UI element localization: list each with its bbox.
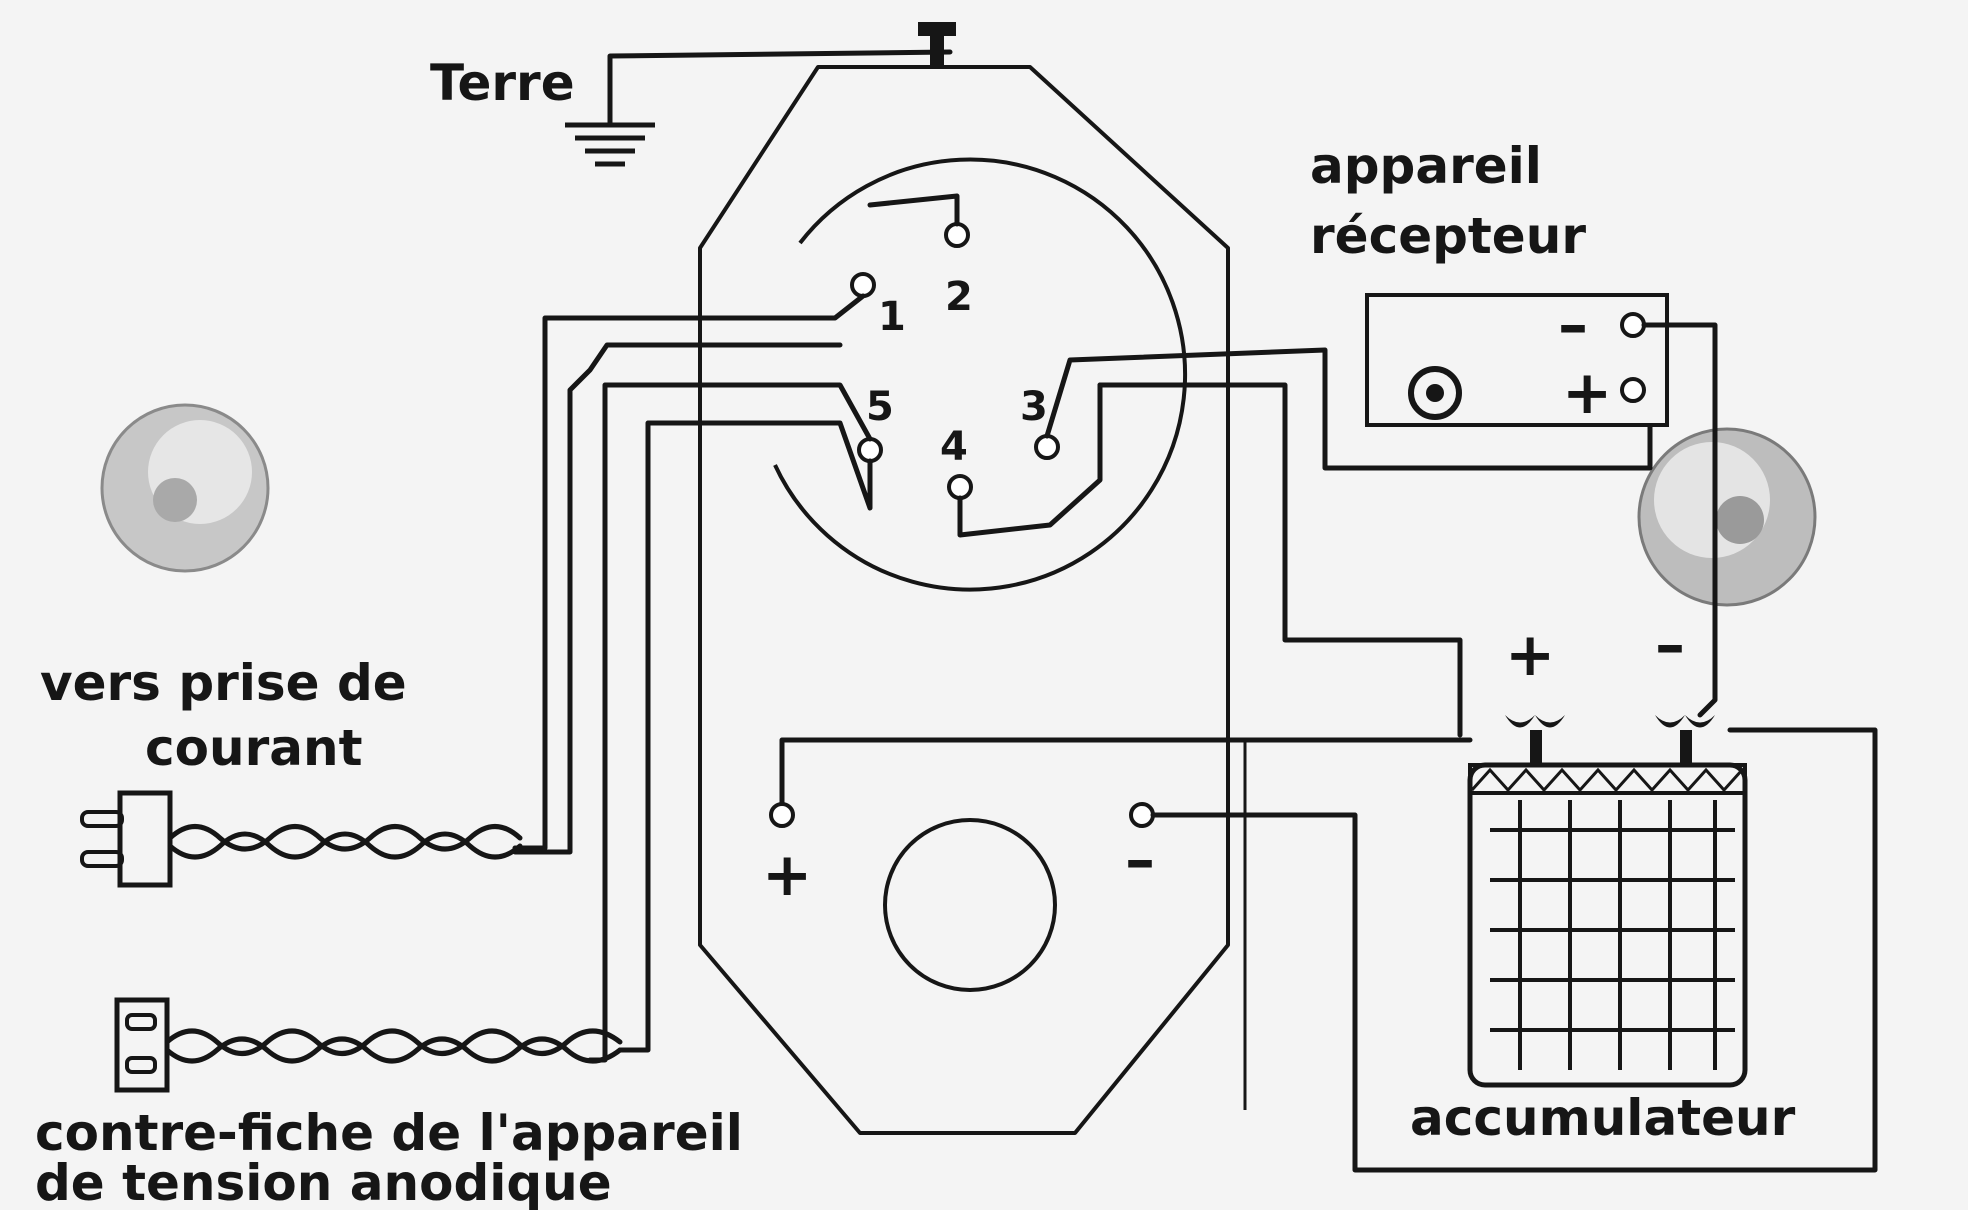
mounting-hole-left-icon — [100, 403, 270, 573]
socket-pin-3 — [1034, 434, 1060, 460]
battery-minus-sign: – — [1655, 610, 1685, 680]
receiver-plus-terminal — [1620, 377, 1646, 403]
battery-label: accumulateur — [1410, 1089, 1796, 1147]
mains-plug-icon — [80, 790, 523, 888]
socket-pin-5 — [857, 437, 883, 463]
socket-pin-label-1: 1 — [878, 294, 906, 340]
receiver-box: – + — [1365, 290, 1718, 718]
socket-pin-1 — [850, 272, 876, 298]
earth-label: Terre — [430, 54, 575, 112]
socket-pin-4 — [947, 474, 973, 500]
receiver-minus-sign: – — [1558, 290, 1588, 360]
receiver-jack-icon — [1408, 366, 1462, 420]
charger-plus-sign: + — [762, 840, 812, 910]
charger-minus-terminal — [1129, 802, 1155, 828]
socket-pin-label-2: 2 — [945, 274, 973, 320]
receiver-label-line1: appareil — [1310, 137, 1542, 195]
receiver-minus-terminal — [1620, 312, 1646, 338]
socket-pin-label-5: 5 — [866, 384, 894, 430]
battery-plus-sign: + — [1505, 620, 1555, 690]
socket-pin-2 — [944, 222, 970, 248]
wing-nut-icon — [1505, 715, 1715, 765]
anode-plug-label-line2: de tension anodique — [35, 1154, 612, 1210]
anode-plug-icon — [114, 997, 623, 1093]
charger-plus-terminal — [769, 802, 795, 828]
socket-pin-label-3: 3 — [1020, 384, 1048, 430]
mains-label-line1: vers prise de — [40, 654, 407, 712]
battery-icon — [1467, 715, 1748, 1088]
anode-plug-label-line1: contre-fiche de l'appareil — [35, 1104, 743, 1162]
charger-minus-sign: – — [1125, 825, 1155, 895]
receiver-label-line2: récepteur — [1310, 207, 1586, 265]
socket-outline — [773, 157, 1188, 592]
charger-panel-outline — [698, 65, 1230, 1135]
receiver-plus-sign: + — [1562, 358, 1612, 428]
earth-ground-icon — [565, 22, 956, 167]
socket-pin-label-4: 4 — [940, 424, 968, 470]
charger-meter-window — [883, 818, 1057, 992]
mounting-hole-right-icon — [1637, 427, 1817, 607]
mains-label-line2: courant — [145, 719, 362, 777]
